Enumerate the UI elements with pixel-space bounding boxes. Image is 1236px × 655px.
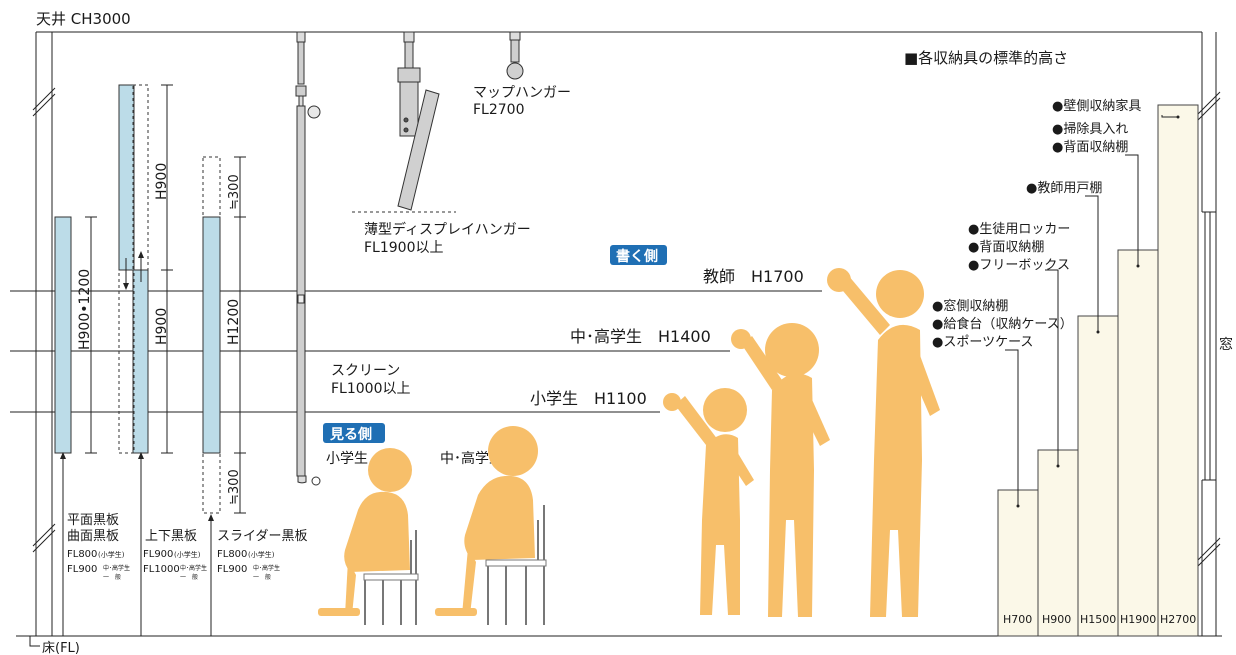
flat-blackboard <box>54 216 97 636</box>
slider-board-fl2: FL900 <box>217 564 247 575</box>
standing-teacher-figure <box>827 268 940 617</box>
cabinet-height-labels: H700 H900 H1500 H1900 H2700 <box>1003 613 1196 626</box>
slider-blackboard <box>202 156 246 636</box>
room-frame <box>16 31 1222 647</box>
flat-board-fl1: FL800 <box>67 549 97 560</box>
svg-text:●給食台（収納ケース）: ●給食台（収納ケース） <box>932 316 1073 332</box>
teacher-height-label: 教師 H1700 <box>703 267 804 286</box>
flat-board-name1: 平面黒板 <box>67 513 119 528</box>
display-fl: FL1900以上 <box>364 240 443 256</box>
map-hanger-fixture <box>506 31 524 80</box>
standing-middle-high-figure <box>731 323 830 617</box>
storage-group-h900: ●生徒用ロッカー ●背面収納棚 ●フリーボックス <box>968 222 1070 273</box>
flat-board-name2: 曲面黒板 <box>67 529 119 544</box>
seated-middle-high-figure <box>435 426 547 625</box>
legend-title: ■各収納具の標準的高さ <box>904 49 1068 67</box>
cabinet-h1900 <box>1117 249 1159 637</box>
updown-board-name: 上下黒板 <box>145 529 197 544</box>
seated-middle-high-label: 中･高学生 <box>440 450 503 467</box>
storage-cabinets <box>997 104 1199 637</box>
display-hanger-fixture <box>352 31 456 213</box>
storage-group-h1500: ●教師用戸棚 <box>1026 180 1102 196</box>
flat-board-fl1-note: (小学生) <box>98 550 125 559</box>
updown-board-fl1-note: (小学生) <box>174 550 201 559</box>
seated-elementary-label: 小学生 <box>326 451 368 467</box>
screen-name: スクリーン <box>331 363 400 379</box>
dim-h1200: H1200 <box>226 299 242 345</box>
svg-text:●フリーボックス: ●フリーボックス <box>968 258 1070 273</box>
floor-label: 床(FL) <box>42 641 80 655</box>
cabinet-h2700 <box>1157 104 1199 637</box>
storage-group-h2700: ●壁側収納家具 <box>1052 98 1141 114</box>
middle-high-height-label: 中･高学生 H1400 <box>570 327 711 346</box>
cabinet-label-h900: H900 <box>1042 613 1071 626</box>
svg-text:●教師用戸棚: ●教師用戸棚 <box>1026 180 1102 196</box>
slider-board-fl2-note-b: 一 般 <box>253 573 271 581</box>
flat-board-fl2-note-a: 中･高学生 <box>103 564 130 572</box>
map-name: マップハンガー <box>473 85 571 101</box>
slider-board-caption: スライダー黒板 FL800 (小学生) FL900 中･高学生 一 般 <box>217 529 307 581</box>
storage-group-h700: ●窓側収納棚 ●給食台（収納ケース） ●スポーツケース <box>932 298 1073 350</box>
cabinet-h700 <box>997 489 1039 637</box>
flat-board-fl2: FL900 <box>67 564 97 575</box>
svg-text:●生徒用ロッカー: ●生徒用ロッカー <box>968 222 1070 237</box>
slider-board-fl1-note: (小学生) <box>248 550 275 559</box>
svg-text:●掃除具入れ: ●掃除具入れ <box>1052 121 1128 137</box>
updown-board-caption: 上下黒板 FL900 (小学生) FL1000 中･高学生 一 般 <box>143 529 207 581</box>
slider-board-fl2-note-a: 中･高学生 <box>253 564 280 572</box>
display-name: 薄型ディスプレイハンガー <box>364 221 531 238</box>
writing-side-badge: 書く側 <box>610 245 667 265</box>
svg-text:●背面収納棚: ●背面収納棚 <box>968 240 1044 255</box>
cabinet-leader-lines <box>1005 115 1178 506</box>
cabinet-h1500 <box>1077 315 1119 637</box>
cabinet-label-h700: H700 <box>1003 613 1032 626</box>
window-label: 窓 <box>1219 336 1233 353</box>
svg-text:●背面収納棚: ●背面収納棚 <box>1052 140 1128 155</box>
dim-plus300-top: ≒300 <box>227 174 242 210</box>
svg-text:見る側: 見る側 <box>329 426 372 443</box>
updown-board-fl2-note-b: 一 般 <box>180 573 198 581</box>
slider-board-fl1: FL800 <box>217 549 247 560</box>
screen-fl: FL1000以上 <box>331 381 410 397</box>
standing-elementary-figure <box>663 388 754 615</box>
elementary-height-label: 小学生 H1100 <box>530 389 647 408</box>
svg-text:書く側: 書く側 <box>616 248 658 265</box>
dim-h900-1200: H900•1200 <box>77 269 93 350</box>
cabinet-label-h1900: H1900 <box>1120 613 1156 626</box>
dim-h900-top: H900 <box>154 163 170 200</box>
map-fl: FL2700 <box>473 102 524 118</box>
svg-text:●スポーツケース: ●スポーツケース <box>932 335 1033 350</box>
cabinet-label-h1500: H1500 <box>1080 613 1116 626</box>
updown-board-fl2-note-a: 中･高学生 <box>180 564 207 572</box>
dim-h900-low: H900 <box>154 308 170 345</box>
cabinet-label-h2700: H2700 <box>1160 613 1196 626</box>
updown-board-fl2: FL1000 <box>143 564 180 575</box>
cabinet-h900 <box>1037 449 1079 637</box>
flat-board-caption: 平面黒板 曲面黒板 FL800 (小学生) FL900 中･高学生 一 般 <box>67 513 130 581</box>
updown-board-fl1: FL900 <box>143 549 173 560</box>
storage-group-h1900: ●掃除具入れ ●背面収納棚 <box>1052 121 1128 155</box>
dim-plus300-bottom: ≒300 <box>227 469 242 505</box>
slider-board-name: スライダー黒板 <box>217 529 307 544</box>
seated-elementary-figure <box>318 448 419 625</box>
screen-fixture <box>295 31 321 486</box>
ceiling-label: 天井 CH3000 <box>36 10 131 28</box>
svg-text:●窓側収納棚: ●窓側収納棚 <box>932 298 1008 314</box>
updown-blackboard <box>118 84 173 636</box>
flat-board-fl2-note-b: 一 般 <box>103 573 121 581</box>
eye-level-lines <box>10 290 822 413</box>
svg-text:●壁側収納家具: ●壁側収納家具 <box>1052 98 1141 114</box>
viewing-side-badge: 見る側 <box>323 423 385 443</box>
